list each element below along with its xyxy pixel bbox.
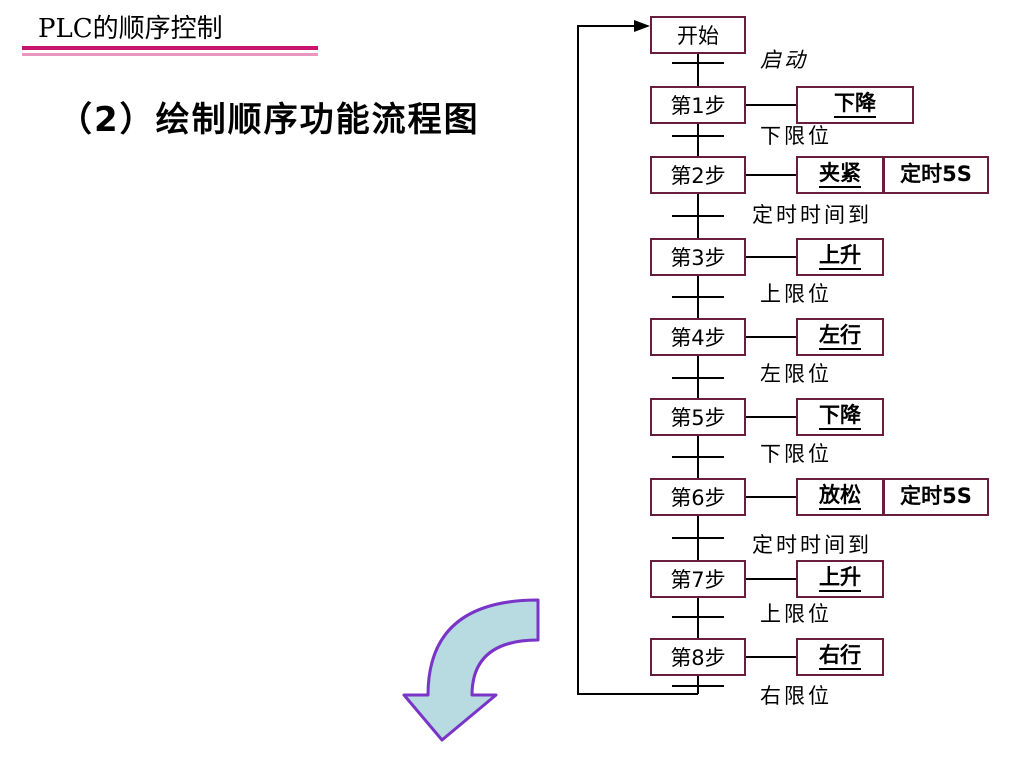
step-label: 第4步	[670, 326, 726, 350]
timer-label: 定时5S	[900, 162, 972, 187]
section-subtitle: （2）绘制顺序功能流程图	[58, 100, 480, 140]
curved-down-arrow-icon	[402, 598, 540, 742]
action-box: 下降	[796, 86, 914, 124]
step-box: 第6步	[650, 478, 746, 516]
action-label: 左行	[819, 324, 861, 350]
slide-title: PLC的顺序控制	[38, 14, 223, 44]
step-label: 第5步	[670, 406, 726, 430]
timer-box: 定时5S	[883, 156, 989, 194]
step-box: 第1步	[650, 86, 746, 124]
timer-box: 定时5S	[883, 478, 989, 516]
step-box: 第2步	[650, 156, 746, 194]
step-box: 第5步	[650, 398, 746, 436]
loop-back-line	[577, 25, 698, 695]
start-box: 开始	[650, 16, 746, 54]
transition-label: 上限位	[760, 602, 832, 626]
transition-label: 左限位	[760, 362, 832, 386]
action-label: 放松	[819, 484, 861, 510]
action-box: 左行	[796, 318, 884, 356]
step-label: 第3步	[670, 246, 726, 270]
transition-label: 右限位	[760, 684, 832, 708]
action-label: 夹紧	[819, 162, 861, 188]
transition-label: 上限位	[760, 282, 832, 306]
action-label: 右行	[819, 644, 861, 670]
transition-label: 下限位	[760, 442, 832, 466]
action-label: 上升	[819, 244, 861, 270]
step-label: 第7步	[670, 568, 726, 592]
step-label: 第8步	[670, 646, 726, 670]
step-box: 第7步	[650, 560, 746, 598]
step-box: 第4步	[650, 318, 746, 356]
title-underline-dark	[22, 46, 318, 50]
action-box: 上升	[796, 560, 884, 598]
timer-label: 定时5S	[900, 484, 972, 509]
step-box: 第3步	[650, 238, 746, 276]
action-label: 下降	[834, 92, 876, 118]
step-label: 第6步	[670, 486, 726, 510]
start-label: 开始	[677, 24, 719, 48]
action-box: 上升	[796, 238, 884, 276]
action-label: 上升	[819, 566, 861, 592]
title-underline-light	[22, 53, 318, 56]
transition-label: 定时时间到	[752, 203, 872, 227]
action-box: 右行	[796, 638, 884, 676]
transition-label: 下限位	[760, 124, 832, 148]
transition-label-start: 启动	[760, 48, 808, 72]
loop-back-arrowhead	[634, 20, 650, 32]
action-label: 下降	[819, 404, 861, 430]
action-box: 下降	[796, 398, 884, 436]
step-label: 第1步	[670, 94, 726, 118]
step-label: 第2步	[670, 164, 726, 188]
action-box: 放松	[796, 478, 884, 516]
step-box: 第8步	[650, 638, 746, 676]
transition-label: 定时时间到	[752, 533, 872, 557]
action-box: 夹紧	[796, 156, 884, 194]
